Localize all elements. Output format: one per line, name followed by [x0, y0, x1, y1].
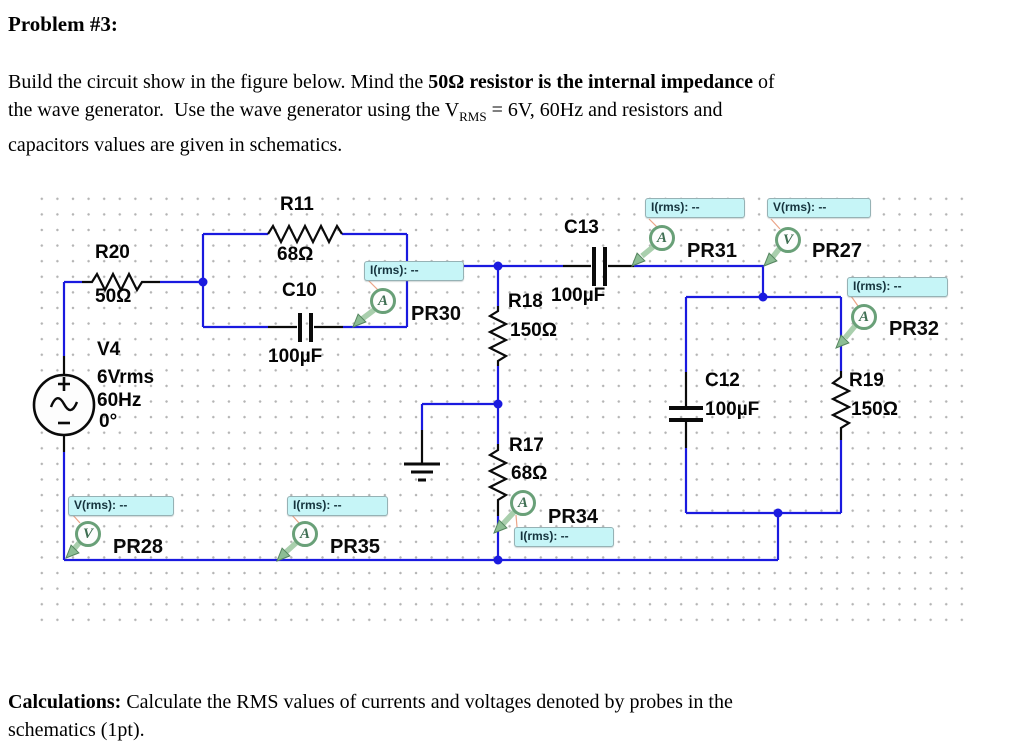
- calculations-note: Calculations: Calculate the RMS values o…: [8, 691, 733, 741]
- probe-name-PR31: PR31: [687, 240, 738, 262]
- ammeter-icon-PR31: A: [649, 225, 675, 251]
- label-C12: C12: [705, 370, 740, 391]
- value-V4-voltage: 6Vrms: [97, 367, 155, 388]
- probe-name-PR30: PR30: [411, 303, 462, 325]
- probe-name-PR27: PR27: [812, 240, 863, 262]
- probe-reading-PR32: I(rms): --: [847, 277, 948, 297]
- statement-line3: capacitors values are given in schematic…: [8, 134, 343, 156]
- statement-line2: the wave generator. Use the wave generat…: [8, 99, 723, 124]
- label-C10: C10: [282, 280, 317, 301]
- ammeter-icon-PR34: A: [510, 490, 536, 516]
- probe-reading-PR31: I(rms): --: [645, 198, 745, 218]
- value-V4-frequency: 60Hz: [97, 390, 142, 411]
- calculations-label: Calculations:: [8, 691, 122, 713]
- statement-line1: Build the circuit show in the figure bel…: [8, 71, 775, 93]
- value-R20: 50Ω: [95, 286, 132, 307]
- label-R17: R17: [509, 435, 544, 456]
- vrms-subscript: RMS: [459, 109, 487, 124]
- label-R19: R19: [849, 370, 884, 391]
- problem-title: Problem #3:: [8, 12, 118, 36]
- label-V4: V4: [97, 339, 121, 360]
- value-R17: 68Ω: [511, 463, 548, 484]
- label-R18: R18: [508, 291, 543, 312]
- probe-name-PR32: PR32: [889, 318, 940, 340]
- probe-name-PR34: PR34: [548, 506, 599, 528]
- ammeter-icon-PR30: A: [370, 288, 396, 314]
- probe-reading-PR27: V(rms): --: [767, 198, 871, 218]
- value-R11: 68Ω: [277, 244, 314, 265]
- value-V4-phase: 0°: [99, 411, 118, 432]
- voltmeter-icon-PR27: V: [775, 227, 801, 253]
- value-C12: 100µF: [705, 399, 760, 420]
- value-C13: 100µF: [551, 285, 606, 306]
- probe-name-PR35: PR35: [330, 536, 381, 558]
- problem-statement: Build the circuit show in the figure bel…: [8, 68, 1018, 159]
- value-C10: 100µF: [268, 346, 323, 367]
- statement-bold-impedance: 50Ω resistor is the internal impedance: [428, 71, 753, 93]
- probe-name-PR28: PR28: [113, 536, 164, 558]
- probe-reading-PR34: I(rms): --: [514, 527, 614, 547]
- probe-reading-PR35: I(rms): --: [287, 496, 388, 516]
- ammeter-icon-PR35: A: [292, 521, 318, 547]
- label-R20: R20: [95, 242, 130, 263]
- label-R11: R11: [280, 194, 314, 215]
- probe-reading-PR30: I(rms): --: [364, 261, 464, 281]
- label-C13: C13: [564, 217, 599, 238]
- voltmeter-icon-PR28: V: [75, 521, 101, 547]
- probe-reading-PR28: V(rms): --: [68, 496, 174, 516]
- value-R18: 150Ω: [510, 320, 557, 341]
- ammeter-icon-PR32: A: [851, 304, 877, 330]
- value-R19: 150Ω: [851, 399, 898, 420]
